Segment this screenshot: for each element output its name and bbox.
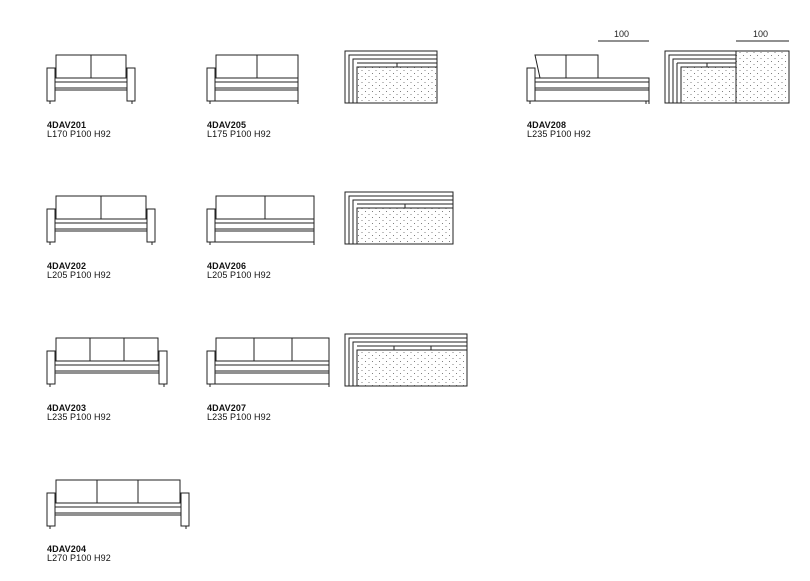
model-caption: 4DAV207 L235 P100 H92: [207, 404, 271, 422]
sofa-plan-4dav205: [345, 51, 437, 103]
sofa-front-4dav203: [47, 338, 167, 387]
model-dimensions: L235 P100 H92: [527, 129, 591, 139]
dimension-label: 100: [753, 29, 769, 39]
model-code: 4DAV205: [207, 120, 247, 130]
model-caption: 4DAV206 L205 P100 H92: [207, 262, 271, 280]
sofa-plan-4dav208: [665, 41, 789, 103]
model-dimensions: L205 P100 H92: [47, 270, 111, 280]
sofa-plan-4dav206: [345, 192, 453, 244]
model-caption: 4DAV202 L205 P100 H92: [47, 262, 111, 280]
model-caption: 4DAV208 L235 P100 H92: [527, 121, 591, 139]
model-dimensions: L175 P100 H92: [207, 129, 271, 139]
model-caption: 4DAV205 L175 P100 H92: [207, 121, 271, 139]
sofa-front-4dav207: [207, 338, 329, 387]
sofa-front-4dav201: [47, 55, 135, 104]
sofa-front-4dav205: [207, 55, 298, 104]
model-caption: 4DAV201 L170 P100 H92: [47, 121, 111, 139]
model-dimensions: L270 P100 H92: [47, 553, 111, 563]
model-dimensions: L170 P100 H92: [47, 129, 111, 139]
model-code: 4DAV204: [47, 544, 87, 554]
model-code: 4DAV208: [527, 120, 567, 130]
model-code: 4DAV202: [47, 261, 87, 271]
model-dimensions: L235 P100 H92: [47, 412, 111, 422]
sofa-plan-4dav207: [345, 334, 467, 386]
model-dimensions: L205 P100 H92: [207, 270, 271, 280]
model-code: 4DAV206: [207, 261, 247, 271]
model-code: 4DAV207: [207, 403, 247, 413]
sofa-front-4dav206: [207, 196, 314, 245]
sofa-front-4dav204: [47, 480, 189, 529]
dimension-label: 100: [614, 29, 630, 39]
model-caption: 4DAV203 L235 P100 H92: [47, 404, 111, 422]
model-caption: 4DAV204 L270 P100 H92: [47, 545, 111, 563]
model-code: 4DAV201: [47, 120, 87, 130]
sofa-front-4dav202: [47, 196, 155, 245]
model-dimensions: L235 P100 H92: [207, 412, 271, 422]
sofa-front-4dav208: [527, 41, 649, 104]
model-code: 4DAV203: [47, 403, 87, 413]
